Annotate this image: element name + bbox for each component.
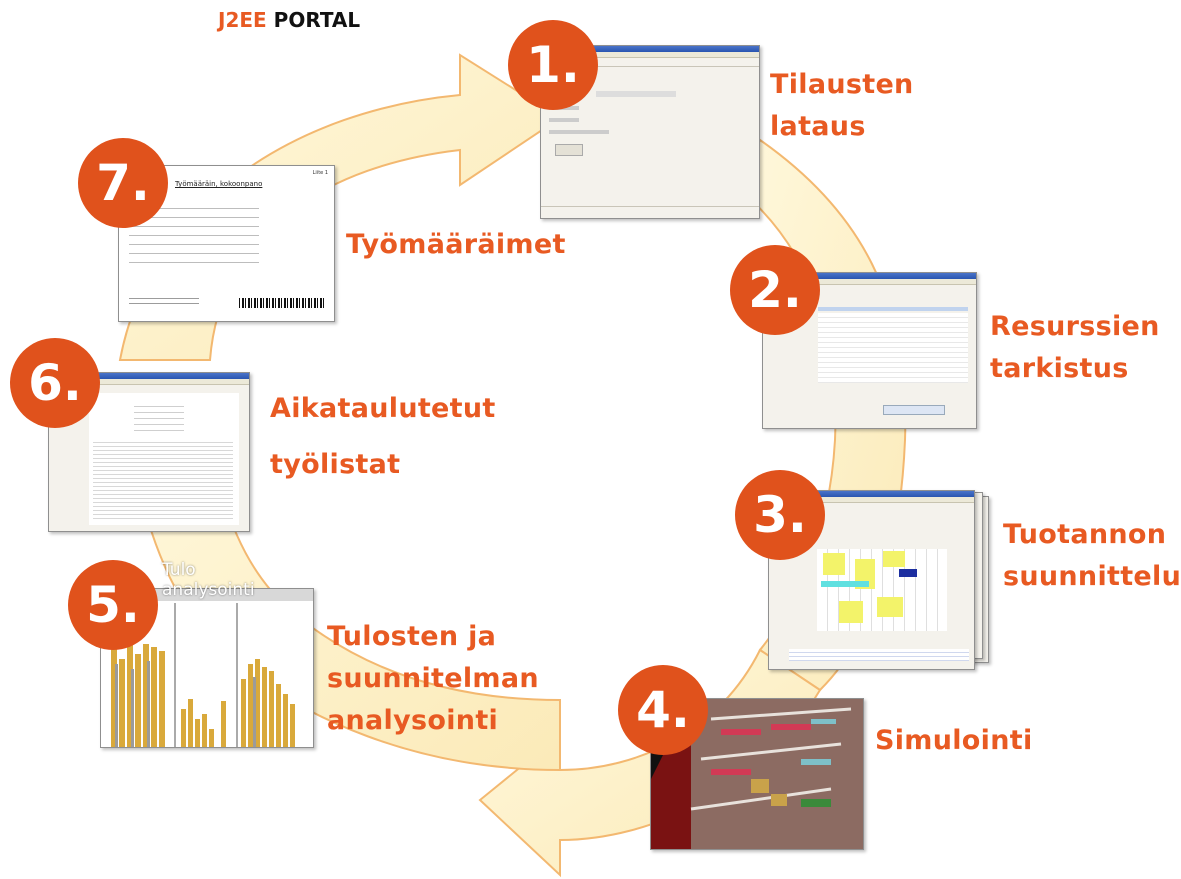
page-title: J2EE PORTAL (218, 8, 360, 32)
step-2-badge: 2. (730, 245, 820, 335)
portal-label: PORTAL (273, 8, 361, 32)
step-7-screenshot: Liite 1 Työmääräin, kokoonpano (118, 165, 335, 322)
step-4-label: Simulointi (875, 725, 1033, 756)
step-5-badge: 5. (68, 560, 158, 650)
step-7-label: Työmääräimet (346, 229, 566, 260)
step-4-badge: 4. (618, 665, 708, 755)
step-6-badge: 6. (10, 338, 100, 428)
thumb7-heading: Työmääräin, kokoonpano (175, 180, 263, 188)
barcode (239, 298, 325, 308)
brand-label: J2EE (218, 8, 267, 32)
thumb7-page-label: Liite 1 (312, 170, 328, 176)
step-1-badge: 1. (508, 20, 598, 110)
step-7-badge: 7. (78, 138, 168, 228)
step-3-badge: 3. (735, 470, 825, 560)
